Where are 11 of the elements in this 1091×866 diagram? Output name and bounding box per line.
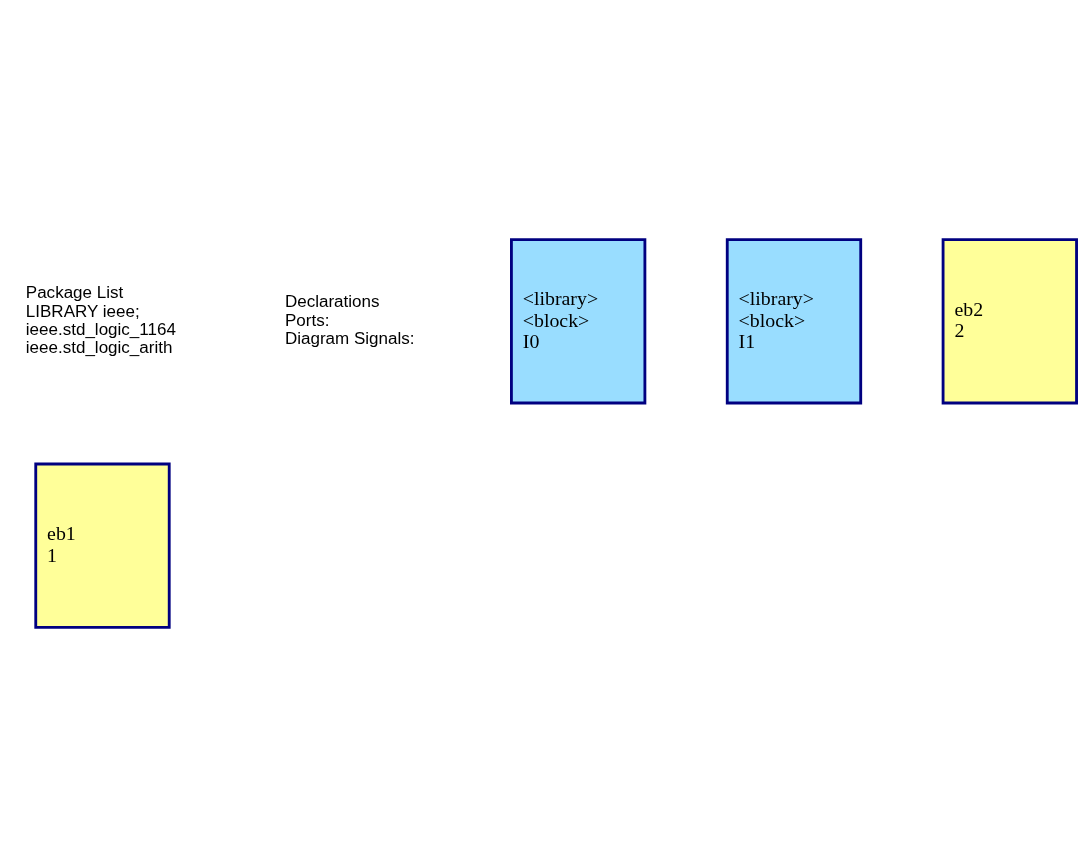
- label: LIBRARY ieee;: [25, 301, 140, 320]
- node-box: <library> <block> I0: [510, 237, 647, 404]
- label: ieee.std_logic_arith: [25, 337, 173, 357]
- label: Package List: [25, 282, 124, 302]
- node-box: eb1 1: [34, 462, 171, 629]
- label: Diagram Signals:: [284, 328, 415, 348]
- label: Declarations: [284, 291, 380, 311]
- label: ieee.std_logic_1164: [25, 319, 176, 339]
- node-box: eb2 2: [941, 237, 1078, 404]
- node-box: <library> <block> I1: [725, 237, 863, 404]
- label: Ports:: [284, 310, 330, 330]
